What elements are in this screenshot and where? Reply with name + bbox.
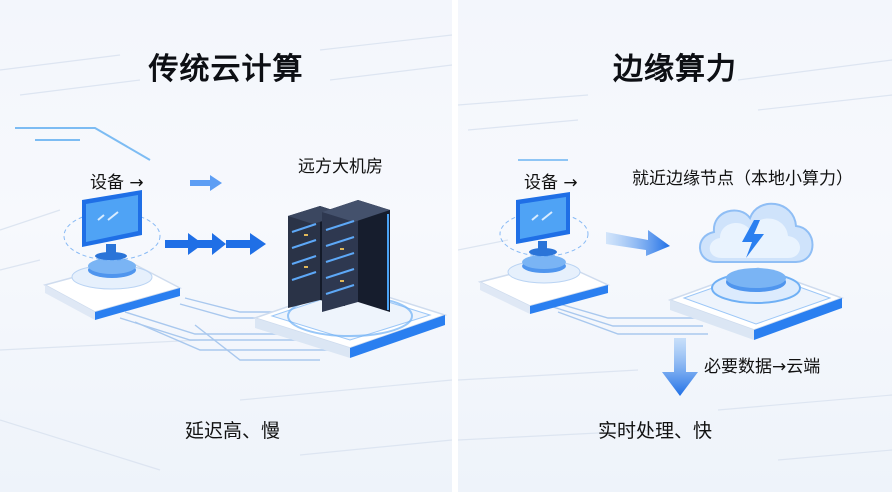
datacenter-label: 远方大机房 — [298, 157, 383, 177]
cloud-lightning-icon — [699, 202, 814, 263]
upload-down-arrow — [662, 338, 698, 396]
flow-arrow-top — [190, 175, 222, 191]
device-label: 设备 → — [524, 173, 578, 193]
upload-to-cloud-label: 必要数据→云端 — [704, 357, 821, 377]
circuit-traces — [545, 299, 708, 335]
edge-computing-scene — [477, 192, 845, 396]
traditional-cloud-panel: 传统云计算 — [0, 0, 452, 492]
device-monitor-icon — [82, 190, 142, 260]
server-rack-icon — [288, 200, 390, 312]
edge-computing-panel: 边缘算力 — [458, 0, 892, 492]
device-label: 设备 → — [90, 173, 144, 193]
speed-footer: 实时处理、快 — [598, 420, 713, 442]
background-grid-lines — [0, 34, 452, 471]
edge-node-platform — [667, 267, 845, 340]
title-edge-computing: 边缘算力 — [613, 52, 737, 87]
edge-node-label: 就近边缘节点（本地小算力） — [632, 169, 853, 189]
device-platform — [42, 211, 183, 320]
device-platform — [477, 211, 611, 314]
device-monitor-icon — [516, 192, 570, 256]
flow-arrow-middle — [165, 233, 266, 255]
panel-divider — [452, 0, 458, 492]
latency-footer: 延迟高、慢 — [185, 420, 281, 442]
flow-arrow-to-edge — [606, 230, 670, 256]
traditional-cloud-scene — [42, 175, 448, 361]
title-traditional-cloud: 传统云计算 — [148, 52, 304, 87]
background-grid-lines — [458, 59, 892, 461]
